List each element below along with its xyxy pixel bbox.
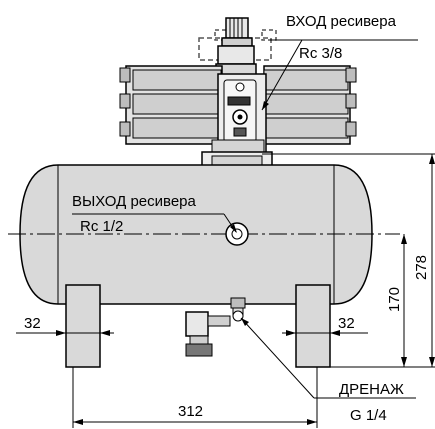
inlet-leader <box>261 39 418 111</box>
dim-outlet-height-value: 170 <box>386 287 403 312</box>
outlet-port <box>225 222 249 246</box>
dim-foot-spacing-value: 312 <box>178 403 203 420</box>
foot-right <box>295 284 331 368</box>
booster-cylinder-right <box>263 65 357 145</box>
outlet-thread: Rc 1/2 <box>80 218 123 235</box>
outlet-title: ВЫХОД ресивера <box>72 193 197 210</box>
dim-foot-spacing <box>72 367 318 428</box>
regulator-knob <box>215 17 257 77</box>
dim-foot-right-value: 32 <box>338 315 355 332</box>
inlet-thread: Rc 3/8 <box>299 45 342 62</box>
drain-thread: G 1/4 <box>350 407 387 424</box>
drain-valve <box>185 297 246 357</box>
dim-foot-right <box>282 330 368 336</box>
dim-total-height <box>262 153 435 368</box>
outlet-leader <box>72 213 237 233</box>
dim-foot-left <box>16 330 114 336</box>
dim-outlet-height <box>401 234 407 367</box>
drain-leader <box>240 317 416 399</box>
dim-total-height-value: 278 <box>413 255 430 280</box>
booster-cylinder-left <box>119 65 223 145</box>
drain-title: ДРЕНАЖ <box>339 381 404 398</box>
foot-left <box>65 284 101 368</box>
dim-foot-left-value: 32 <box>24 315 41 332</box>
valve-body <box>211 73 267 155</box>
inlet-title: ВХОД ресивера <box>286 13 397 30</box>
